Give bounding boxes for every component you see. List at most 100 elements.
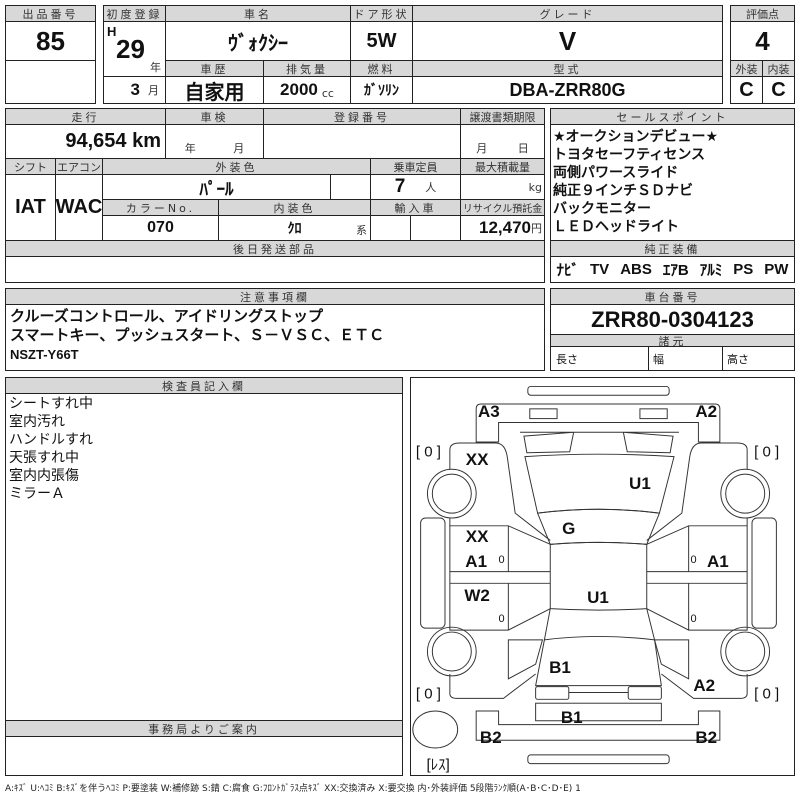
sales-point: トヨタセーフティセンス (553, 147, 706, 163)
sales-point: バックモニター (553, 201, 651, 217)
aircon-label: エアコン (55, 158, 103, 175)
sales-points-label: セールスポイント (550, 108, 795, 125)
import-label: 輸入車 (370, 199, 461, 216)
inspector-item: 室内内張傷 (9, 468, 79, 484)
damage-mark: W2 (464, 586, 490, 606)
sales-point: ＬＥＤヘッドライト (553, 219, 679, 235)
legend: A:ｷｽﾞ U:ﾍｺﾐ B:ｷｽﾞを伴うﾍｺﾐ P:要塗装 W:補修跡 S:錆 … (5, 784, 581, 794)
damage-mark: U1 (587, 588, 609, 608)
first-reg-year: H 29 年 (103, 21, 166, 77)
capacity-label: 乗車定員 (370, 158, 461, 175)
capacity-unit: 人 (425, 181, 437, 194)
equipment-item: PW (764, 261, 789, 278)
fuel-label: 燃料 (350, 60, 413, 77)
damage-mark: 0 (690, 613, 697, 626)
first-reg-label: 初度登録 (103, 5, 166, 22)
damage-mark: B1 (549, 658, 571, 678)
ext-label: 外装 (730, 60, 763, 77)
damage-mark: [ 0 ] (415, 443, 441, 461)
damage-mark: XX (465, 449, 489, 469)
mileage-label: 走行 (5, 108, 166, 125)
damage-mark: 0 (498, 553, 505, 566)
displacement-unit: cc (321, 86, 334, 100)
interior-color-label: 内装色 (218, 199, 371, 216)
sales-point: 純正９インチＳＤナビ (553, 183, 693, 199)
history-value: 自家用 (165, 76, 264, 104)
damage-mark: G (562, 518, 576, 538)
interior-color-value: ｸﾛ 系 (218, 215, 371, 241)
front-light-right (639, 408, 668, 420)
note-line: クルーズコントロール、アイドリングストップ (10, 307, 324, 325)
inspection-month-unit: 月 (233, 142, 245, 155)
equipment-list: ﾅﾋﾞ TV ABS ｴｱB ｱﾙﾐ PS PW (550, 256, 795, 283)
front-bumper (475, 403, 721, 443)
max-load-unit: kg (528, 180, 542, 194)
equipment-item: PS (733, 261, 754, 278)
car-name-value: ｳﾞｫｸｼｰ (165, 21, 351, 61)
transfer-label: 譲渡書類期限 (460, 108, 545, 125)
grade-label: グレード (412, 5, 723, 22)
interior-color-text: ｸﾛ (287, 220, 302, 236)
note-line: NSZT-Y66T (10, 347, 79, 362)
damage-mark: 0 (690, 553, 697, 566)
mileage-value: 94,654 km (5, 124, 166, 159)
inspection-value: 年 月 (165, 124, 264, 159)
aircon-value: WAC (55, 174, 103, 241)
registration-label: 登録番号 (263, 108, 461, 125)
inspector-list: シートすれ中 室内汚れ ハンドルすれ 天張すれ中 室内内張傷 ミラーＡ (9, 395, 93, 503)
exterior-color-label: 外装色 (102, 158, 371, 175)
displacement-number: 2000 (280, 80, 318, 99)
lot-blank (5, 60, 96, 104)
max-load-label: 最大積載量 (460, 158, 545, 175)
chassis-value: ZRR80-0304123 (550, 304, 795, 335)
history-label: 車歴 (165, 60, 264, 77)
import-value-1 (370, 215, 411, 241)
model-label: 型式 (412, 60, 723, 77)
door-value: 5W (350, 21, 413, 61)
max-load-value: kg (460, 174, 545, 200)
inspector-item: 天張すれ中 (9, 450, 79, 466)
month: 3 (130, 80, 140, 99)
recycle-value: 12,470 円 (460, 215, 545, 241)
grade-value: V (412, 21, 723, 61)
ext-score: C (730, 76, 763, 104)
inspector-item: ミラーＡ (9, 486, 65, 502)
color-no-label: カラーNo. (102, 199, 219, 216)
car-name-label: 車名 (165, 5, 351, 22)
spec-height: 高さ (722, 346, 795, 371)
transfer-month-unit: 月 (476, 142, 488, 155)
int-score: C (762, 76, 795, 104)
equipment-item: ﾅﾋﾞ (556, 262, 580, 279)
lot-value: 85 (5, 21, 96, 61)
damage-mark: A2 (693, 676, 716, 696)
transfer-value: 月 日 (460, 124, 545, 159)
equipment-item: ｱﾙﾐ (699, 262, 723, 279)
inspector-label: 検査員記入欄 (5, 377, 403, 394)
equipment-item: ｴｱB (662, 262, 689, 279)
year-unit: 年 (150, 61, 161, 74)
roof (549, 541, 648, 611)
inspector-item: シートすれ中 (9, 396, 93, 412)
front-light-left (529, 408, 558, 420)
displacement-label: 排気量 (263, 60, 351, 77)
later-parts-label: 後日発送部品 (5, 240, 545, 257)
damage-mark: [ 0 ] (754, 685, 780, 703)
rear-window (543, 608, 656, 641)
displacement-value: 2000 cc (263, 76, 351, 104)
spare-tire (412, 710, 459, 749)
front-bar (527, 385, 670, 396)
sales-points-list: ★オークションデビュー★ トヨタセーフティセンス 両側パワースライド 純正９イン… (553, 128, 718, 236)
notes-box (5, 304, 545, 371)
spec-length: 長さ (550, 346, 649, 371)
windshield (536, 508, 661, 545)
month-unit: 月 (148, 84, 159, 97)
year: 29 (116, 34, 145, 64)
damage-mark: 0 (498, 613, 505, 626)
exterior-color-blank (330, 174, 371, 200)
equipment-item: ABS (620, 261, 652, 278)
damage-mark: A3 (477, 401, 500, 421)
recycle-number: 12,470 (479, 218, 531, 237)
equipment-item: TV (590, 261, 610, 278)
inspection-year-unit: 年 (184, 142, 196, 155)
